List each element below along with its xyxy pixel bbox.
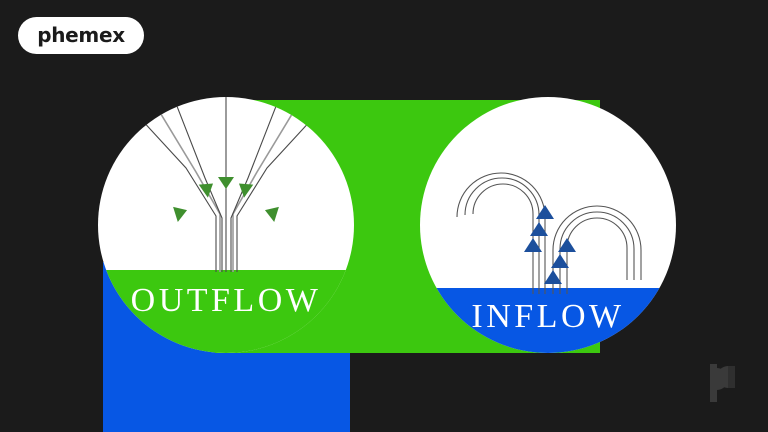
inflow-arrowheads (524, 205, 576, 284)
phemex-monogram-watermark (710, 364, 735, 402)
inflow-panel: INFLOW (420, 97, 676, 353)
outflow-label: OUTFLOW (131, 282, 322, 319)
outflow-arrowheads (173, 177, 279, 222)
phemex-wordmark: phemex (37, 23, 125, 47)
inflow-arches (456, 172, 642, 294)
inflow-label: INFLOW (471, 298, 624, 335)
phemex-logo[interactable]: phemex (18, 17, 144, 54)
